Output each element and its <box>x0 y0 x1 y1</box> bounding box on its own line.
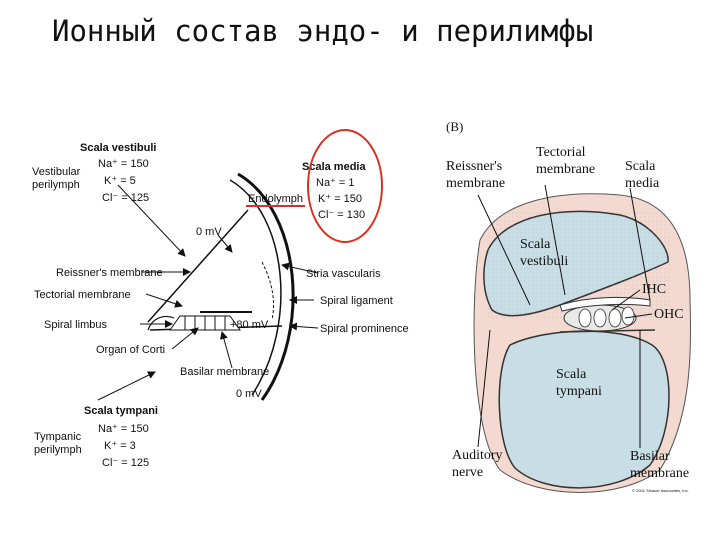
label-stria: Stria vascularis <box>306 268 381 280</box>
label-tympanic: Tympanic <box>34 431 82 443</box>
sv-k: K⁺ = 5 <box>104 175 136 187</box>
label-0mv-top: 0 mV <box>196 226 222 238</box>
r-scala-media-2: media <box>625 176 660 191</box>
r-scala-vestibuli-1: Scala <box>520 237 551 252</box>
r-scala-tympani-1: Scala <box>556 367 587 382</box>
st-cl: Cl⁻ = 125 <box>102 457 149 469</box>
label-spiral-ligament: Spiral ligament <box>320 295 393 307</box>
label-0mv-bottom: 0 mV <box>236 388 262 400</box>
label-spiral-limbus: Spiral limbus <box>44 319 107 331</box>
label-scala-tympani: Scala tympani <box>84 405 158 417</box>
label-tectorial: Tectorial membrane <box>34 289 131 301</box>
r-basilar-1: Basilar <box>630 449 670 464</box>
r-basilar-2: membrane <box>630 466 689 481</box>
sm-k: K⁺ = 150 <box>318 193 362 205</box>
r-reissners-2: membrane <box>446 176 505 191</box>
scala-tympani-shape <box>499 331 669 488</box>
r-auditory-2: nerve <box>452 465 483 480</box>
st-na: Na⁺ = 150 <box>98 423 149 435</box>
copyright: © 2001 Sinauer Associates, Inc. <box>632 488 689 493</box>
right-diagram: (B) Reissner's membrane Tectorial membra… <box>446 119 691 493</box>
label-endolymph: Endolymph <box>248 193 303 205</box>
stria-vascularis-shape <box>262 262 274 320</box>
label-spiral-prominence: Spiral prominence <box>320 323 409 335</box>
label-vestibular: Vestibular <box>32 166 81 178</box>
label-reissners: Reissner's membrane <box>56 267 163 279</box>
sm-cl: Cl⁻ = 130 <box>318 209 365 221</box>
r-tectorial-1: Tectorial <box>536 145 586 160</box>
r-reissners-1: Reissner's <box>446 159 502 174</box>
r-tectorial-2: membrane <box>536 162 595 177</box>
label-basilar: Basilar membrane <box>180 366 269 378</box>
r-auditory-1: Auditory <box>452 448 503 463</box>
sm-na: Na⁺ = 1 <box>316 177 355 189</box>
label-plus80: +80 mV <box>230 319 269 331</box>
label-perilymph-top: perilymph <box>32 179 80 191</box>
r-ohc: OHC <box>654 307 684 322</box>
sv-cl: Cl⁻ = 125 <box>102 192 149 204</box>
sv-na: Na⁺ = 150 <box>98 158 149 170</box>
left-diagram: Scala vestibuli Vestibular perilymph Na⁺… <box>32 130 409 469</box>
r-ihc: IHC <box>642 282 666 297</box>
label-organ-of-corti: Organ of Corti <box>96 344 165 356</box>
label-scala-vestibuli: Scala vestibuli <box>80 142 156 154</box>
r-scala-vestibuli-2: vestibuli <box>520 254 568 269</box>
panel-label-b: (B) <box>446 119 463 134</box>
r-scala-media-1: Scala <box>625 159 656 174</box>
st-k: K⁺ = 3 <box>104 440 136 452</box>
r-scala-tympani-2: tympani <box>556 384 602 399</box>
label-perilymph-bottom: perilymph <box>34 444 82 456</box>
